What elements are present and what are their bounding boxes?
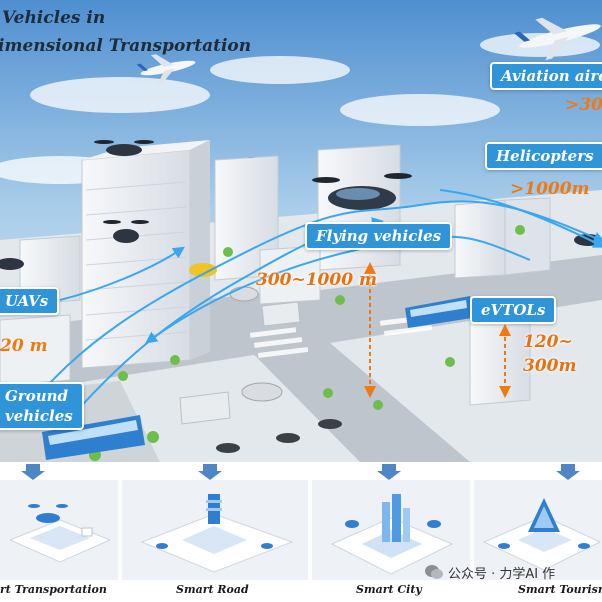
label-ground-line-2: vehicles bbox=[5, 407, 73, 425]
caption-smart-transportation: rt Transportation bbox=[0, 583, 107, 596]
altitude-indicators bbox=[364, 262, 511, 398]
panel-illustration bbox=[482, 498, 602, 571]
small-truck bbox=[261, 301, 301, 327]
flying-car-icon bbox=[312, 173, 412, 210]
wechat-icon bbox=[425, 565, 443, 579]
panel-smart-road bbox=[122, 480, 308, 580]
panel-smart-city bbox=[312, 480, 470, 580]
altitude-evtols-2: 300m bbox=[523, 356, 577, 376]
altitude-helicopters: >1000m bbox=[510, 179, 590, 199]
drone-icon bbox=[94, 140, 154, 156]
altitude-flying-vehicles: 300~1000 m bbox=[256, 270, 377, 290]
caption-smart-road: Smart Road bbox=[176, 583, 249, 596]
panel-illustration bbox=[8, 504, 112, 563]
label-uavs: UAVs bbox=[0, 287, 60, 315]
airplane-icon bbox=[513, 17, 601, 61]
altitude-aviation: >30 bbox=[565, 95, 602, 115]
title-line-2: imensional Transportation bbox=[0, 36, 252, 56]
altitude-evtols-1: 120~ bbox=[523, 332, 573, 352]
label-ground-vehicles: Ground vehicles bbox=[0, 382, 84, 430]
label-aviation-aircraft: Aviation aircr bbox=[490, 62, 602, 90]
drone-icon bbox=[103, 220, 149, 243]
label-flying-vehicles: Flying vehicles bbox=[305, 222, 453, 250]
caption-smart-city: Smart City bbox=[356, 583, 422, 596]
delivery-truck bbox=[179, 391, 231, 425]
drone-icon bbox=[0, 258, 24, 270]
panel-smart-tourism bbox=[474, 480, 602, 580]
caption-smart-tourism: Smart Tourism bbox=[518, 583, 602, 596]
airplane-icon bbox=[136, 54, 196, 85]
tower-windows bbox=[85, 181, 187, 341]
down-arrows bbox=[21, 464, 580, 480]
label-ground-line-1: Ground bbox=[5, 387, 69, 405]
watermark-text: 公众号 · 力学AI bbox=[448, 566, 539, 582]
bus-icon bbox=[405, 296, 472, 328]
title-line-1: Vehicles in bbox=[2, 8, 106, 28]
bus-icon bbox=[42, 415, 145, 460]
panel-smart-transportation bbox=[0, 480, 118, 580]
panel-illustration bbox=[330, 494, 454, 575]
label-helicopters: Helicopters bbox=[485, 142, 602, 170]
transport-scene: Vehicles in imensional Transportation Av… bbox=[0, 0, 602, 462]
label-evtols: eVTOLs bbox=[470, 296, 557, 324]
altitude-uavs: 20 m bbox=[0, 336, 48, 356]
panel-illustration bbox=[140, 494, 294, 573]
watermark-tail: 作 bbox=[542, 566, 556, 582]
